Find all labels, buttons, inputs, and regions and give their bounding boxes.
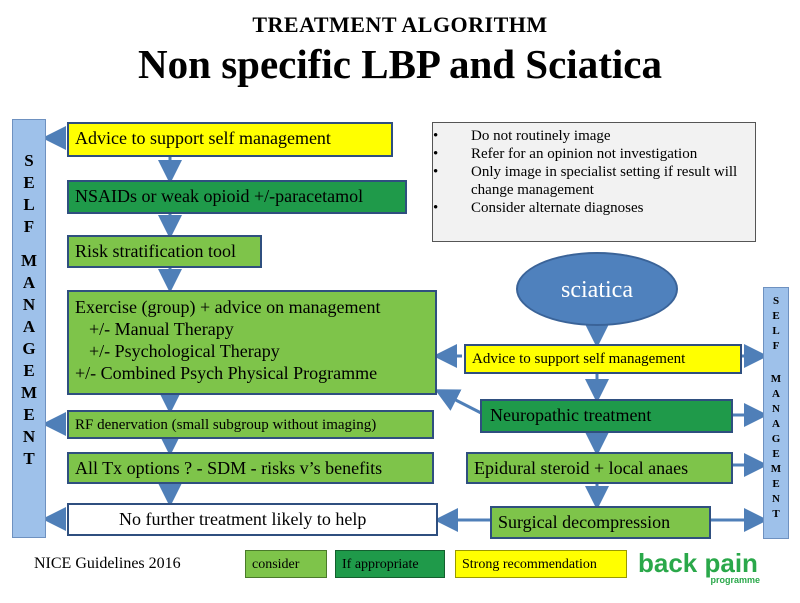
right-sidebar-management-label: M A N A G E M E N T	[764, 372, 788, 522]
logo-subtext: programme	[710, 575, 760, 585]
left-sidebar-letter: N	[22, 427, 36, 446]
left-sidebar-letter: S	[24, 151, 34, 170]
right-sidebar-letter: E	[772, 448, 780, 460]
imaging-notes-box: Do not routinely image Refer for an opin…	[432, 122, 756, 242]
left-sidebar-letter: G	[22, 339, 36, 358]
exercise-line-2: +/- Manual Therapy	[89, 319, 234, 339]
exercise-line-3: +/- Psychological Therapy	[89, 341, 280, 361]
right-sidebar-letter: S	[772, 295, 780, 307]
note-item: Consider alternate diagnoses	[433, 199, 749, 217]
legend-strong-recommendation: Strong recommendation	[455, 550, 627, 578]
right-sidebar-letter: E	[772, 478, 780, 490]
sciatica-advice-box: Advice to support self management	[464, 344, 742, 374]
right-sidebar-letter: F	[772, 340, 780, 352]
left-sidebar-letter: E	[23, 173, 35, 192]
exercise-line-4: +/- Combined Psych Physical Programme	[75, 363, 378, 383]
all-tx-options-box: All Tx options ? - SDM - risks v’s benef…	[67, 452, 434, 484]
nice-source-label: NICE Guidelines 2016	[34, 555, 181, 572]
diagram-title: Non specific LBP and Sciatica	[138, 41, 662, 87]
risk-stratification-box: Risk stratification tool	[67, 235, 262, 268]
rf-denervation-box: RF denervation (small subgroup without i…	[67, 410, 434, 439]
epidural-steroid-box: Epidural steroid + local anaes	[466, 452, 733, 484]
left-sidebar-management-label: M A N A G E M E N T	[13, 250, 45, 470]
note-item: Refer for an opinion not investigation	[433, 145, 749, 163]
sciatica-ellipse: sciatica	[516, 252, 678, 326]
arrow-neuro-to-exercise	[434, 389, 486, 417]
no-further-treatment-box: No further treatment likely to help	[67, 503, 438, 536]
left-sidebar-letter: N	[22, 295, 36, 314]
right-sidebar-letter: L	[772, 325, 780, 337]
note-item: Only image in specialist setting if resu…	[433, 163, 749, 199]
note-item: Do not routinely image	[433, 127, 749, 145]
advice-self-management-box: Advice to support self management	[67, 122, 393, 157]
right-sidebar-self-label: S E L F	[764, 294, 788, 354]
right-sidebar-letter: M	[770, 373, 782, 385]
right-sidebar-letter: A	[772, 418, 780, 430]
left-sidebar-self-label: S E L F	[13, 150, 45, 238]
neuropathic-treatment-box: Neuropathic treatment	[480, 399, 733, 433]
right-self-management-bar: S E L F M A N A G E M E N T	[763, 287, 789, 539]
back-pain-logo: back pain programme	[638, 548, 768, 585]
exercise-box: Exercise (group) + advice on management …	[67, 290, 437, 395]
left-self-management-bar: S E L F M A N A G E M E N T	[12, 119, 46, 538]
legend-consider: consider	[245, 550, 327, 578]
right-sidebar-letter: A	[772, 388, 780, 400]
right-sidebar-letter: M	[770, 463, 782, 475]
legend-if-appropriate: If appropriate	[335, 550, 445, 578]
left-sidebar-letter: E	[23, 405, 35, 424]
left-sidebar-letter: T	[23, 449, 35, 468]
left-sidebar-letter: F	[23, 217, 35, 236]
right-sidebar-letter: N	[772, 403, 780, 415]
left-sidebar-letter: A	[22, 273, 36, 292]
left-sidebar-letter: M	[20, 383, 38, 402]
left-sidebar-letter: M	[20, 251, 38, 270]
logo-text: back pain	[638, 548, 758, 578]
surgical-decompression-box: Surgical decompression	[490, 506, 711, 539]
left-sidebar-letter: L	[23, 195, 35, 214]
right-sidebar-letter: T	[772, 508, 780, 520]
nsaids-box: NSAIDs or weak opioid +/-paracetamol	[67, 180, 407, 214]
right-sidebar-letter: G	[771, 433, 781, 445]
right-sidebar-letter: N	[772, 493, 780, 505]
left-sidebar-letter: E	[23, 361, 35, 380]
exercise-line-1: Exercise (group) + advice on management	[75, 297, 381, 317]
diagram-subtitle: TREATMENT ALGORITHM	[252, 12, 548, 37]
right-sidebar-letter: E	[772, 310, 780, 322]
left-sidebar-letter: A	[22, 317, 36, 336]
